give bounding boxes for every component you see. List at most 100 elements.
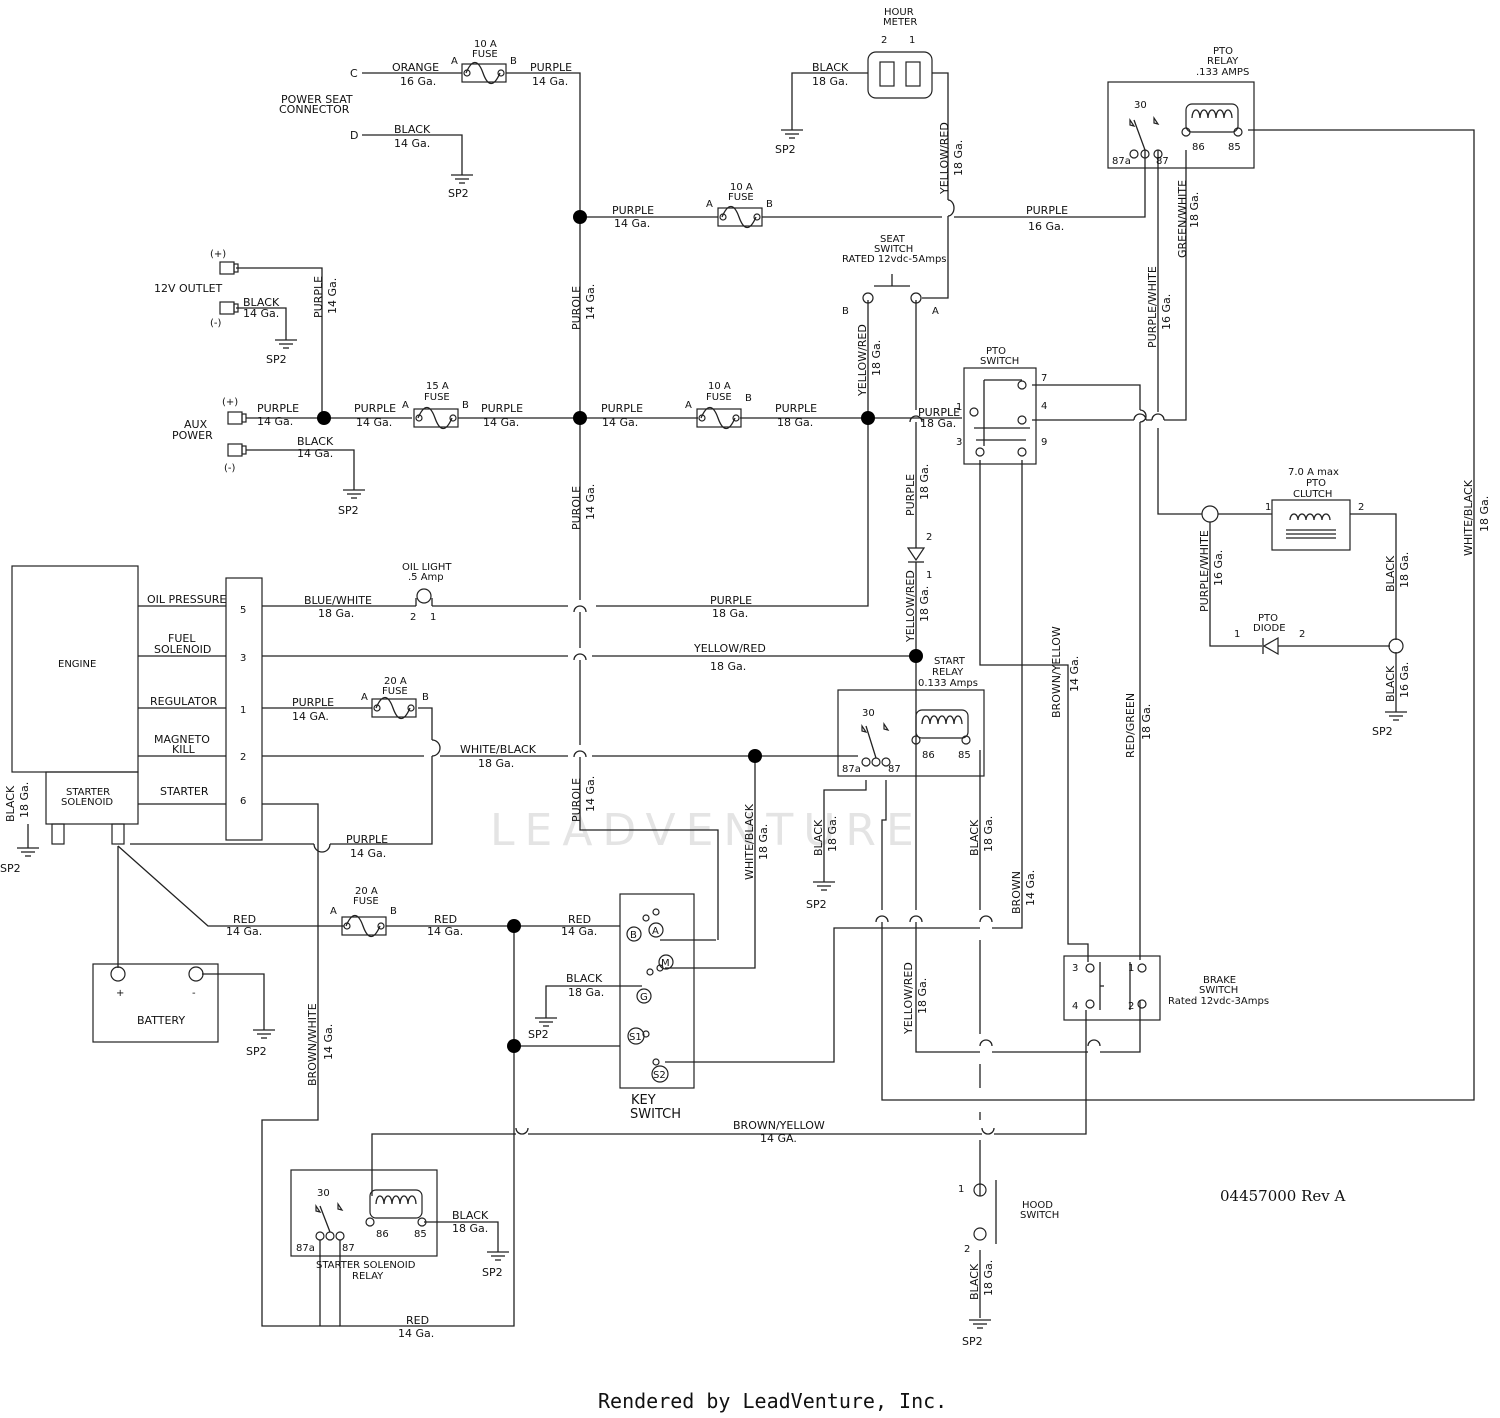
wire-gauge: 14 Ga.: [427, 925, 463, 938]
wire-gauge: 14 Ga.: [350, 847, 386, 860]
wire-gauge: 14 Ga.: [356, 416, 392, 429]
ground-label: SP2: [482, 1266, 503, 1279]
wire-label: PUROLE: [570, 778, 583, 822]
ground-label: SP2: [448, 187, 469, 200]
ground-label: SP2: [338, 504, 359, 517]
wire-gauge: 14 Ga.: [584, 776, 597, 812]
pto-diode-pin-1: 1: [1234, 629, 1240, 640]
battery: + - BATTERY: [92, 963, 219, 1043]
pto-clutch-label-1: PTO: [1306, 478, 1326, 489]
wire-gauge: 14 GA.: [292, 710, 329, 723]
relay-pin-86: 86: [376, 1229, 389, 1240]
ground-label: SP2: [0, 862, 21, 875]
engine-label: ENGINE: [58, 659, 96, 670]
wire-label: WHITE/BLACK: [743, 803, 756, 880]
ground-label: SP2: [528, 1028, 549, 1041]
pin-c: C: [350, 67, 358, 80]
wire-gauge: 18 Ga.: [1478, 496, 1491, 532]
fuse-rating: 15 A: [426, 381, 449, 392]
wire-gauge: 14 Ga.: [614, 217, 650, 230]
relay-pin-30: 30: [1134, 100, 1147, 111]
key-switch-label-1: KEY: [631, 1093, 656, 1108]
wire-label: BROWN/WHITE: [306, 1003, 319, 1086]
seat-switch-pin-b: B: [842, 306, 849, 317]
hood-switch-pin-1: 1: [958, 1184, 964, 1195]
fuse-rating: 10 A: [708, 381, 731, 392]
fuse-label: FUSE: [706, 392, 732, 403]
pto-clutch-pin-1: 1: [1265, 502, 1271, 513]
fuse-rating: 20 A: [384, 676, 407, 687]
fuse-rating: 20 A: [355, 886, 378, 897]
fuse-pin-b: B: [390, 906, 397, 917]
ground-label: SP2: [246, 1045, 267, 1058]
pin-d: D: [350, 129, 358, 142]
wire-label: BLACK: [297, 435, 334, 448]
wire-label: YELLOW/RED: [902, 962, 915, 1035]
wire-label: BLACK: [243, 296, 280, 309]
wires: [27, 72, 1475, 1327]
wire-label: BLACK: [812, 61, 849, 74]
key-term-s2: S2: [653, 1070, 666, 1081]
hood-switch-label-1: HOOD: [1022, 1200, 1053, 1211]
pto-relay: PTO RELAY .133 AMPS 30 87a 87 86 85: [1107, 46, 1255, 169]
wire-gauge: 14 Ga.: [602, 416, 638, 429]
wire-label: BLACK: [4, 785, 17, 822]
aux-label-2: POWER: [172, 429, 213, 442]
pto-relay-rating: .133 AMPS: [1196, 67, 1249, 78]
start-relay-rating: 0.133 Amps: [918, 678, 978, 689]
fuse-pin-b: B: [422, 692, 429, 703]
wire-gauge: 18 Ga.: [318, 607, 354, 620]
wire-gauge: 14 Ga.: [297, 447, 333, 460]
ground-label: SP2: [962, 1335, 983, 1348]
wire-label: PUROLE: [570, 286, 583, 330]
start-relay-label-2: RELAY: [932, 667, 964, 678]
wire-label: YELLOW/RED: [856, 324, 869, 397]
wire-label: RED/GREEN: [1124, 693, 1137, 758]
wire-label: GREEN/WHITE: [1176, 180, 1189, 258]
wire-label: PURPLE: [775, 402, 817, 415]
wire-label: RED: [406, 1314, 429, 1327]
junction-dots: [317, 210, 923, 1053]
wire-gauge: 16 Ga.: [1212, 550, 1225, 586]
oil-light: OIL LIGHT .5 Amp 2 1: [402, 562, 452, 623]
wire-label: BLACK: [968, 1263, 981, 1300]
ground-label: SP2: [266, 353, 287, 366]
pto-clutch: 7.0 A max PTO CLUTCH 1 2: [1201, 467, 1364, 551]
wire-label: PURPLE: [530, 61, 572, 74]
wire-gauge: 14 Ga.: [483, 416, 519, 429]
ground-label: SP2: [1372, 725, 1393, 738]
relay-pin-87: 87: [342, 1243, 355, 1254]
engine-fuel-solenoid-2: SOLENOID: [154, 643, 211, 656]
wire-label: BROWN/YELLOW: [733, 1119, 825, 1132]
starter-solenoid-relay-label-1: STARTER SOLENOID: [316, 1260, 416, 1271]
wire-label: WHITE/BLACK: [460, 743, 537, 756]
aux-power: (+) (-) AUX POWER: [172, 397, 247, 474]
engine-starter-solenoid-2: SOLENOID: [61, 797, 113, 808]
wire-label: PURPLE: [904, 474, 917, 516]
starter-solenoid-relay: 30 87a 87 86 85 STARTER SOLENOID RELAY: [290, 1169, 438, 1282]
pto-switch-pin-1: 1: [956, 402, 962, 413]
relay-pin-86: 86: [1192, 142, 1205, 153]
fuse-pin-a: A: [451, 56, 458, 67]
fuse-pin-a: A: [361, 692, 368, 703]
key-term-g: G: [640, 992, 648, 1003]
oil-light-label-2: .5 Amp: [408, 572, 444, 583]
fuse-pin-a: A: [685, 400, 692, 411]
footer-credit: Rendered by LeadVenture, Inc.: [598, 1389, 947, 1413]
wire-gauge: 14 Ga.: [1024, 870, 1037, 906]
wire-gauge: 14 Ga.: [584, 284, 597, 320]
wire-gauge: 18 Ga.: [952, 140, 965, 176]
seat-switch: SEAT SWITCH RATED 12vdc-5Amps B A: [842, 234, 947, 317]
relay-pin-87: 87: [888, 764, 901, 775]
wire-gauge: 18 Ga.: [1140, 704, 1153, 740]
wire-label: RED: [434, 913, 457, 926]
pto-clutch-pin-2: 2: [1358, 502, 1364, 513]
relay-pin-86: 86: [922, 750, 935, 761]
relay-pin-87a: 87a: [1112, 156, 1131, 167]
brake-switch-rating: Rated 12vdc-3Amps: [1168, 996, 1269, 1007]
engine-fuel-solenoid-1: FUEL: [168, 632, 196, 645]
wire-gauge: 18 Ga.: [920, 417, 956, 430]
wire-gauge: 18 Ga.: [757, 824, 770, 860]
wire-gauge: 18 Ga.: [918, 586, 931, 622]
brake-switch-pin-1: 1: [1128, 963, 1134, 974]
